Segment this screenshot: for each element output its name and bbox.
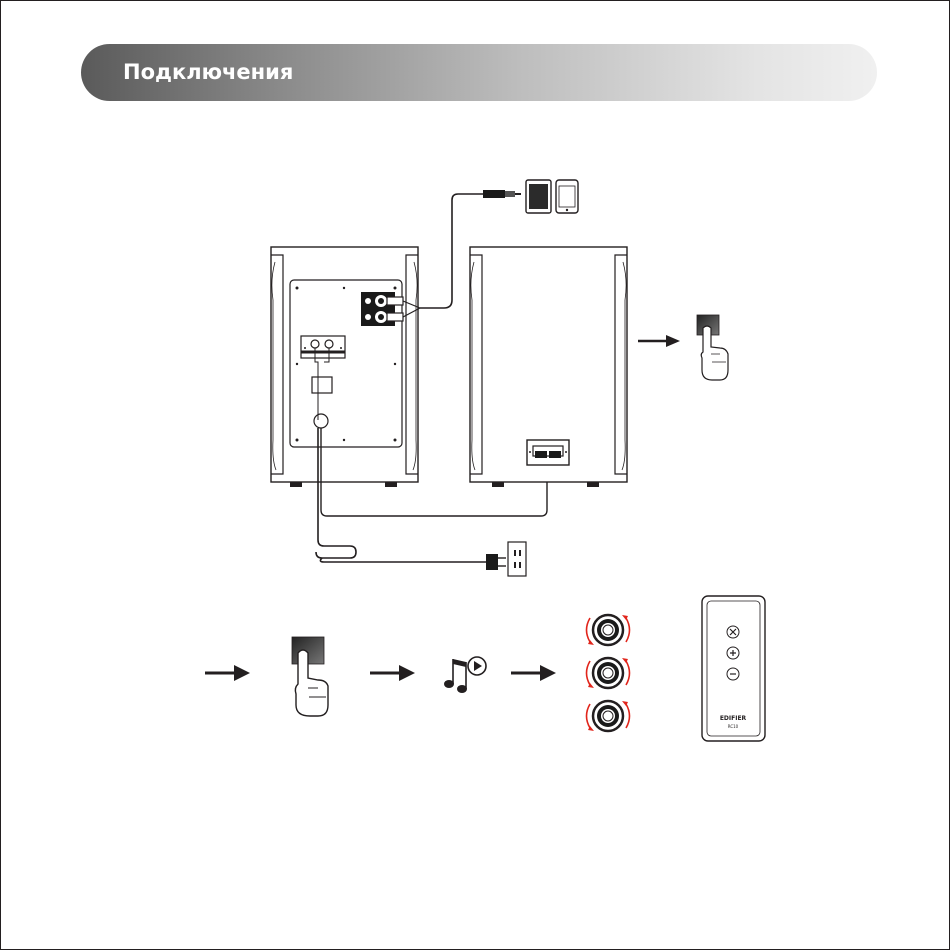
remote-brand-label: EDIFIER — [720, 715, 747, 722]
arrow-right-icon — [370, 665, 415, 681]
music-play-icon — [444, 657, 486, 693]
smartphone-icon — [556, 180, 578, 213]
tablet-icon — [526, 180, 551, 213]
volume-knob-icon — [587, 701, 630, 731]
arrow-right-icon — [205, 665, 250, 681]
volume-knob-icon — [587, 658, 630, 688]
arrow-right-icon — [511, 665, 556, 681]
volume-knob-icon — [587, 615, 630, 645]
finger-press-icon — [697, 315, 728, 380]
passive-speaker-back — [470, 247, 627, 487]
finger-press-icon — [292, 637, 328, 716]
power-outlet-icon — [508, 542, 526, 576]
active-speaker-back — [271, 247, 420, 487]
remote-control-icon: EDIFIER RC10 — [702, 596, 765, 741]
remote-model-label: RC10 — [728, 724, 739, 729]
arrow-right-icon — [638, 335, 680, 347]
